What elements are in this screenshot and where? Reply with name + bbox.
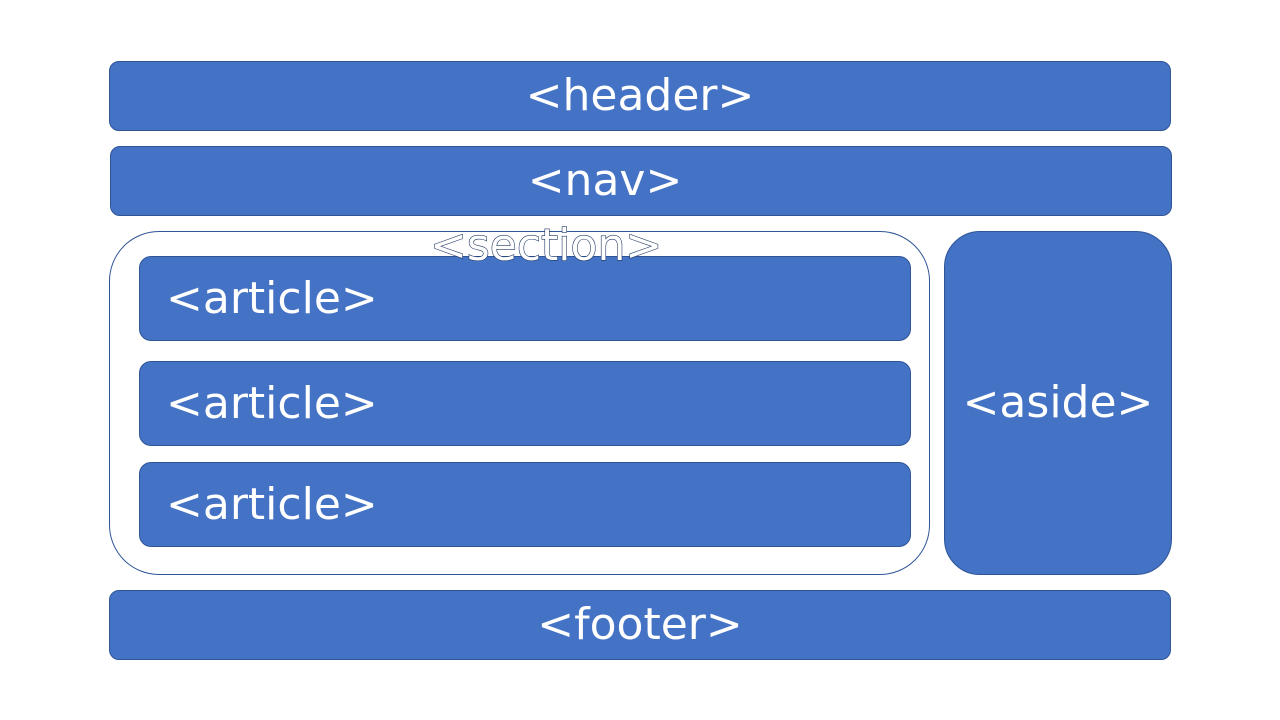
article-block-1: <article> <box>139 256 911 341</box>
article-block-3: <article> <box>139 462 911 547</box>
section-label: <section> <box>429 220 663 271</box>
footer-label: <footer> <box>537 599 743 650</box>
article-label: <article> <box>166 478 378 530</box>
header-label: <header> <box>525 70 755 121</box>
nav-label: <nav> <box>527 155 683 206</box>
article-block-2: <article> <box>139 361 911 446</box>
header-block: <header> <box>109 61 1171 131</box>
aside-label: <aside> <box>962 377 1154 428</box>
article-label: <article> <box>166 377 378 429</box>
footer-block: <footer> <box>109 590 1171 660</box>
article-label: <article> <box>166 272 378 324</box>
nav-block: <nav> <box>110 146 1172 216</box>
aside-block: <aside> <box>944 231 1172 575</box>
